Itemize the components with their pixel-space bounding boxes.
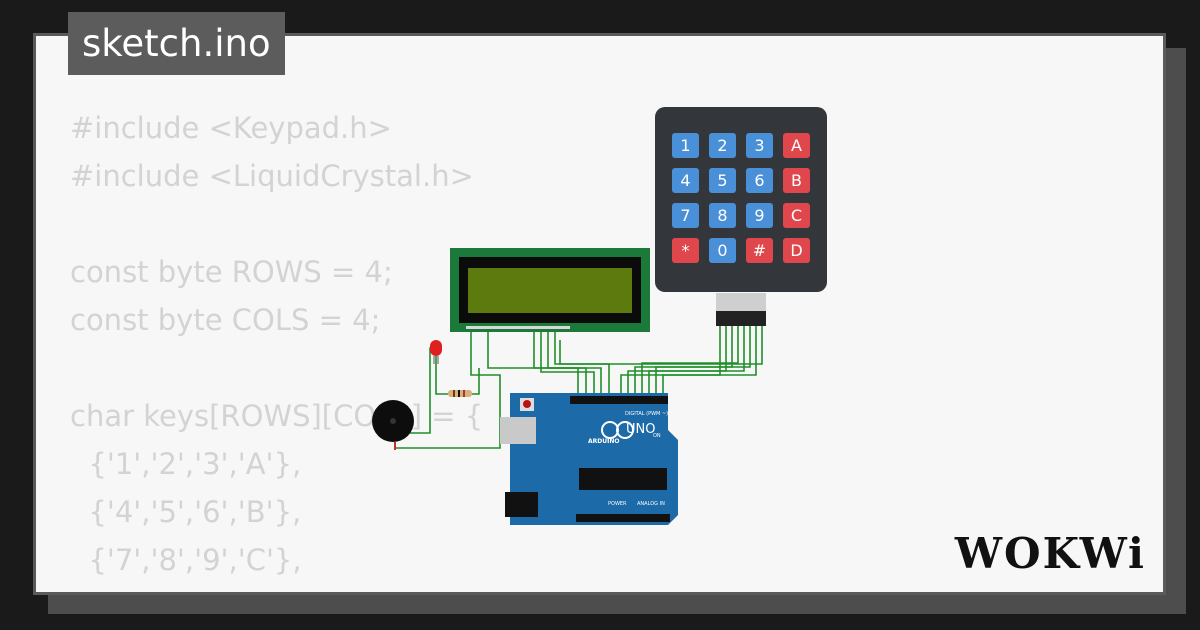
keypad-key-label: 7 <box>680 206 690 225</box>
model-label: UNO <box>626 422 655 437</box>
resistor-icon <box>448 390 472 397</box>
keypad-key[interactable] <box>672 238 699 263</box>
led-icon <box>430 340 442 364</box>
wire <box>487 330 579 398</box>
keypad-key-label: 3 <box>754 136 764 155</box>
wire <box>395 330 501 449</box>
keypad-key-label: 4 <box>680 171 690 190</box>
code-line: const byte COLS = 4; <box>70 303 381 337</box>
keypad-icon: 1 2 3 A 4 5 6 B 7 8 9 C * 0 # D <box>655 107 827 326</box>
keypad-key[interactable] <box>709 168 736 193</box>
keypad-key[interactable] <box>746 238 773 263</box>
keypad-keys: 1 2 3 A 4 5 6 B 7 8 9 C * 0 # D <box>672 133 810 263</box>
digital-header <box>570 396 668 404</box>
code-line: {'4','5','6','B'}, <box>70 495 302 529</box>
keypad-key[interactable] <box>672 203 699 228</box>
arduino-board <box>510 393 678 525</box>
code-line: #include <LiquidCrystal.h> <box>70 159 474 193</box>
brand-label: ARDUINO <box>588 438 619 445</box>
keypad-key-label: 8 <box>717 206 727 225</box>
power-header <box>576 514 670 522</box>
keypad-key[interactable] <box>746 203 773 228</box>
chip <box>579 468 667 490</box>
keypad-key-label: 2 <box>717 136 727 155</box>
keypad-key[interactable] <box>746 168 773 193</box>
wire <box>547 330 602 398</box>
keypad-key-label: 0 <box>717 241 727 260</box>
keypad-key-label: 9 <box>754 206 764 225</box>
keypad-key-label: # <box>753 241 766 260</box>
keypad-key[interactable] <box>783 133 810 158</box>
usb-port <box>500 417 536 444</box>
keypad-key[interactable] <box>672 133 699 158</box>
keypad-key[interactable] <box>709 133 736 158</box>
power-jack <box>505 492 538 517</box>
code-line: {'7','8','9','C'}, <box>70 543 302 577</box>
keypad-key[interactable] <box>709 203 736 228</box>
buzzer-icon <box>372 400 414 450</box>
power-label: POWER <box>608 501 627 507</box>
keypad-connector <box>716 293 766 326</box>
lcd-header <box>466 326 570 329</box>
wokwi-logo: WOKWi <box>954 529 1146 578</box>
wire <box>648 326 745 398</box>
keypad-key-label: * <box>682 241 690 260</box>
keypad-key-label: 6 <box>754 171 764 190</box>
wire <box>435 356 448 395</box>
code-line: {'1','2','3','A'}, <box>70 447 302 481</box>
wire <box>620 326 721 398</box>
keypad-key[interactable] <box>783 168 810 193</box>
keypad-key-label: B <box>791 171 802 190</box>
code-line: const byte ROWS = 4; <box>70 255 393 289</box>
wire <box>655 326 751 398</box>
lcd-icon <box>450 248 650 332</box>
keypad-key[interactable] <box>672 168 699 193</box>
keypad-key-label: D <box>790 241 802 260</box>
code-preview: #include <Keypad.h> #include <LiquidCryst… <box>70 104 483 592</box>
keypad-key-label: 5 <box>717 171 727 190</box>
wire <box>540 330 595 398</box>
wire <box>662 326 757 398</box>
arduino-icon: UNO ARDUINO DIGITAL (PWM ~) ON POWER ANA… <box>500 393 678 525</box>
keypad-key[interactable] <box>783 238 810 263</box>
keypad-key[interactable] <box>709 238 736 263</box>
led-body <box>430 340 442 356</box>
on-label: ON <box>653 433 661 439</box>
digital-label: DIGITAL (PWM ~) <box>625 411 668 417</box>
keypad-key-label: C <box>791 206 802 225</box>
keypad-key[interactable] <box>746 133 773 158</box>
wire <box>641 326 739 398</box>
code-line: {'*','0','#','D'} <box>70 584 483 592</box>
keypad-key-label: 1 <box>680 136 690 155</box>
analog-label: ANALOG IN <box>637 501 665 507</box>
wire <box>559 326 763 365</box>
keypad-key[interactable] <box>783 203 810 228</box>
wire <box>472 368 480 395</box>
code-line: #include <Keypad.h> <box>70 111 392 145</box>
lcd-screen <box>468 268 632 313</box>
file-title: sketch.ino <box>68 12 285 75</box>
keypad-key-label: A <box>791 136 802 155</box>
